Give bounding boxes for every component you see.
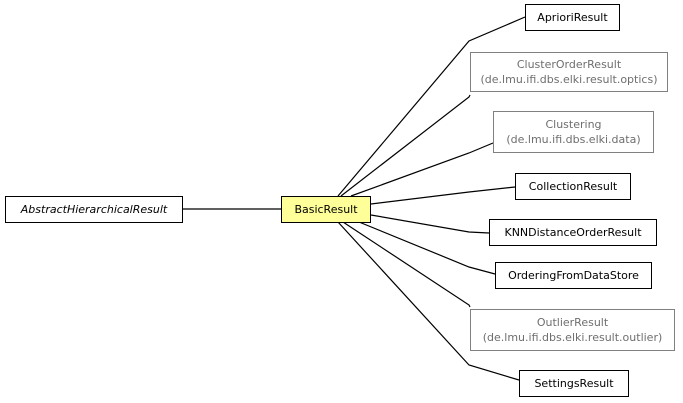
edge-basic-to-collection	[370, 186, 516, 205]
node-label: AbstractHierarchicalResult	[20, 203, 168, 216]
node-label: SettingsResult	[534, 377, 614, 390]
node-settings-result[interactable]: SettingsResult	[519, 370, 629, 397]
edge-basic-to-apriori	[337, 16, 526, 197]
node-label: BasicResult	[294, 203, 358, 216]
node-ordering-from-datastore[interactable]: OrderingFromDataStore	[495, 262, 652, 289]
node-label: ClusterOrderResult	[516, 58, 622, 71]
node-label: OutlierResult	[536, 316, 609, 329]
node-knn-distance-order-result[interactable]: KNNDistanceOrderResult	[489, 219, 657, 246]
node-label: Clustering	[545, 118, 602, 131]
node-label: AprioriResult	[537, 11, 608, 24]
edge-basic-to-clusterorder	[340, 94, 471, 197]
edge-basic-to-settings	[337, 221, 520, 381]
node-package: (de.lmu.ifi.dbs.elki.result.optics)	[480, 73, 658, 86]
edge-basic-to-ordering	[358, 221, 496, 275]
node-outlier-result[interactable]: OutlierResult (de.lmu.ifi.dbs.elki.resul…	[470, 309, 675, 351]
node-apriori-result[interactable]: AprioriResult	[525, 4, 620, 31]
node-basic-result[interactable]: BasicResult	[281, 196, 371, 223]
edge-basic-to-outlier	[342, 221, 471, 308]
node-clustering[interactable]: Clustering (de.lmu.ifi.dbs.elki.data)	[493, 111, 654, 153]
node-collection-result[interactable]: CollectionResult	[515, 173, 631, 200]
node-cluster-order-result[interactable]: ClusterOrderResult (de.lmu.ifi.dbs.elki.…	[470, 52, 668, 92]
node-label: CollectionResult	[528, 180, 618, 193]
node-package: (de.lmu.ifi.dbs.elki.result.outlier)	[482, 331, 663, 344]
node-label: KNNDistanceOrderResult	[504, 226, 642, 239]
node-label: OrderingFromDataStore	[508, 269, 639, 282]
edge-basic-to-knn	[370, 214, 490, 234]
node-package: (de.lmu.ifi.dbs.elki.data)	[506, 133, 641, 146]
edge-basic-to-clustering	[350, 142, 494, 197]
node-abstract-hierarchical-result[interactable]: AbstractHierarchicalResult	[5, 196, 183, 223]
